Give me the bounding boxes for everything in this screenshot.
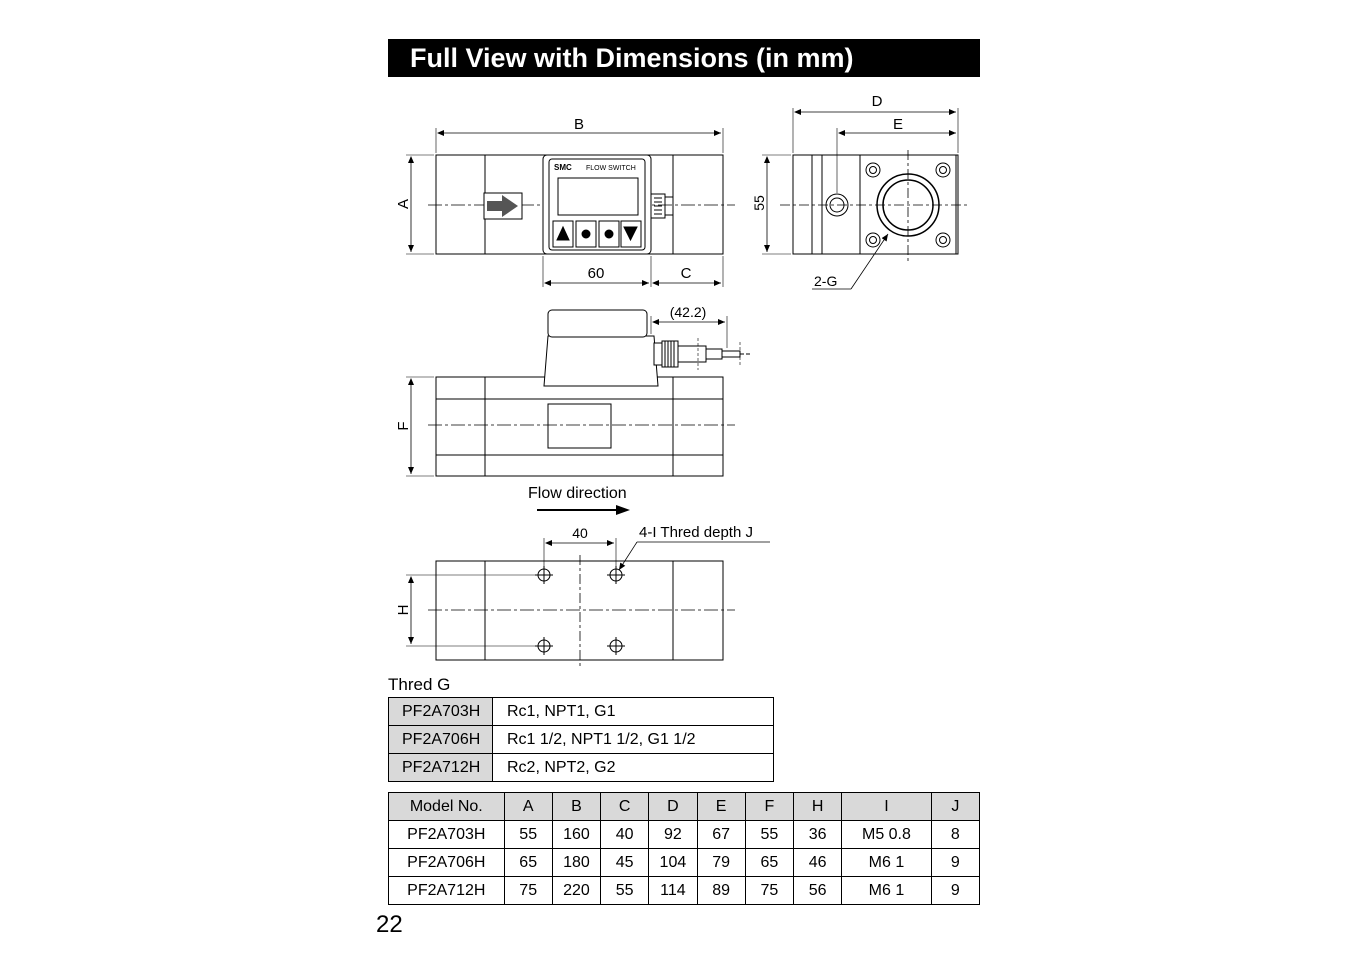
flow-direction-arrowhead-icon [616, 505, 630, 515]
port-label: 2-G [814, 273, 837, 289]
side-view [406, 309, 752, 477]
table-cell: 79 [696, 848, 746, 877]
round-button-icon [575, 220, 597, 248]
thread-model-cell: PF2A712H [388, 753, 493, 782]
table-cell: 45 [600, 848, 650, 877]
thread-hole-icon [607, 566, 625, 584]
hole-label: 4-I Thred depth J [639, 524, 753, 541]
dim-label-f: F [395, 421, 412, 430]
top-view [406, 128, 735, 287]
table-cell: 56 [792, 876, 843, 905]
table-cell: 55 [503, 820, 553, 849]
table-cell: 75 [503, 876, 553, 905]
table-cell: 75 [744, 876, 794, 905]
thread-table: PF2A703H Rc1, NPT1, G1 PF2A706H Rc1 1/2,… [388, 697, 774, 782]
header-cell: C [600, 792, 650, 821]
bottom-view [406, 538, 770, 666]
table-cell: 160 [551, 820, 602, 849]
table-cell: 89 [696, 876, 746, 905]
header-cell: E [696, 792, 746, 821]
header-cell: D [648, 792, 698, 821]
table-cell: M5 0.8 [841, 820, 932, 849]
table-row: PF2A712H Rc2, NPT2, G2 [388, 753, 774, 782]
table-row: PF2A706H Rc1 1/2, NPT1 1/2, G1 1/2 [388, 725, 774, 754]
arrow-up-button-icon [552, 220, 574, 248]
table-cell: 180 [551, 848, 602, 877]
display-brand: SMC [554, 163, 572, 172]
table-cell: 40 [600, 820, 650, 849]
header-cell: A [503, 792, 553, 821]
thread-table-caption: Thred G [388, 675, 451, 694]
flow-arrow-icon [487, 195, 518, 217]
arrow-down-button-icon [620, 220, 642, 248]
thread-value-cell: Rc2, NPT2, G2 [492, 753, 774, 782]
table-cell: 9 [930, 876, 981, 905]
header-cell: F [744, 792, 794, 821]
display-text: FLOW SWITCH [586, 165, 636, 172]
header-cell: H [792, 792, 843, 821]
flow-direction-label: Flow direction [528, 485, 627, 502]
table-row: PF2A703H 55 160 40 92 67 55 36 M5 0.8 8 [388, 820, 981, 849]
table-cell: M6 1 [841, 848, 932, 877]
thread-value-cell: Rc1 1/2, NPT1 1/2, G1 1/2 [492, 725, 774, 754]
end-view [762, 108, 968, 290]
table-cell: 67 [696, 820, 746, 849]
table-cell: 65 [744, 848, 794, 877]
dim-label-e: E [893, 116, 903, 133]
dim-label-55: 55 [751, 195, 767, 211]
thread-hole-icon [607, 637, 625, 655]
thread-value-cell: Rc1, NPT1, G1 [492, 697, 774, 726]
table-cell: 36 [792, 820, 843, 849]
dim-label-60: 60 [588, 265, 605, 282]
page-title: Full View with Dimensions (in mm) [388, 39, 980, 77]
dim-label-d: D [872, 93, 883, 110]
header-cell: Model No. [388, 792, 505, 821]
table-row: PF2A706H 65 180 45 104 79 65 46 M6 1 9 [388, 848, 981, 877]
header-cell: I [841, 792, 932, 821]
dim-label-a: A [395, 199, 412, 209]
table-cell: 220 [551, 876, 602, 905]
table-cell: 9 [930, 848, 981, 877]
table-cell: 55 [600, 876, 650, 905]
round-button-icon [598, 220, 620, 248]
dimension-table: Model No. A B C D E F H I J PF2A703H 55 … [388, 792, 981, 905]
table-cell: PF2A712H [388, 876, 505, 905]
dim-label-42-2: (42.2) [670, 304, 707, 320]
table-row: PF2A703H Rc1, NPT1, G1 [388, 697, 774, 726]
header-cell: B [551, 792, 602, 821]
header-cell: J [930, 792, 981, 821]
table-cell: M6 1 [841, 876, 932, 905]
thread-model-cell: PF2A703H [388, 697, 493, 726]
page-number: 22 [376, 911, 403, 938]
table-cell: 46 [792, 848, 843, 877]
dim-label-40: 40 [572, 525, 588, 541]
table-cell: 92 [648, 820, 698, 849]
table-cell: 8 [930, 820, 981, 849]
table-header-row: Model No. A B C D E F H I J [388, 792, 981, 821]
table-cell: 65 [503, 848, 553, 877]
table-cell: 114 [648, 876, 698, 905]
dim-label-c: C [681, 265, 692, 282]
dim-label-h: H [395, 605, 412, 616]
table-cell: 104 [648, 848, 698, 877]
thread-model-cell: PF2A706H [388, 725, 493, 754]
table-cell: PF2A703H [388, 820, 505, 849]
dim-label-b: B [574, 116, 584, 133]
table-cell: PF2A706H [388, 848, 505, 877]
table-row: PF2A712H 75 220 55 114 89 75 56 M6 1 9 [388, 876, 981, 905]
table-cell: 55 [744, 820, 794, 849]
